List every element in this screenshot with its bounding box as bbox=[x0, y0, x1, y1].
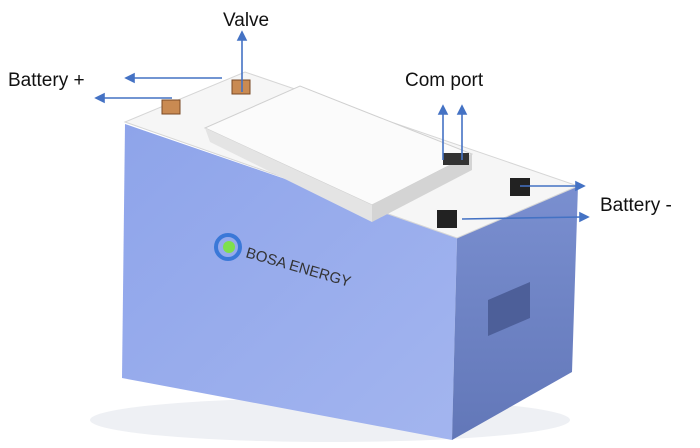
valve-terminal bbox=[231, 79, 251, 95]
logo-ring bbox=[214, 233, 242, 261]
arrows bbox=[94, 30, 590, 223]
label-battery-minus: Battery - bbox=[600, 195, 672, 216]
battery-minus-terminal-2 bbox=[437, 210, 457, 228]
raised-cover-front bbox=[205, 128, 372, 222]
logo-dot bbox=[223, 241, 235, 253]
label-com-port: Com port bbox=[405, 70, 484, 91]
label-battery-plus: Battery + bbox=[8, 70, 85, 91]
label-valve: Valve bbox=[223, 10, 270, 31]
handle-slot bbox=[488, 282, 530, 336]
battery-minus-terminal bbox=[510, 178, 530, 196]
raised-cover-side bbox=[372, 154, 472, 222]
com-port-connectors bbox=[443, 153, 469, 165]
battery-plus-terminal bbox=[161, 99, 181, 115]
front-face bbox=[122, 124, 457, 440]
